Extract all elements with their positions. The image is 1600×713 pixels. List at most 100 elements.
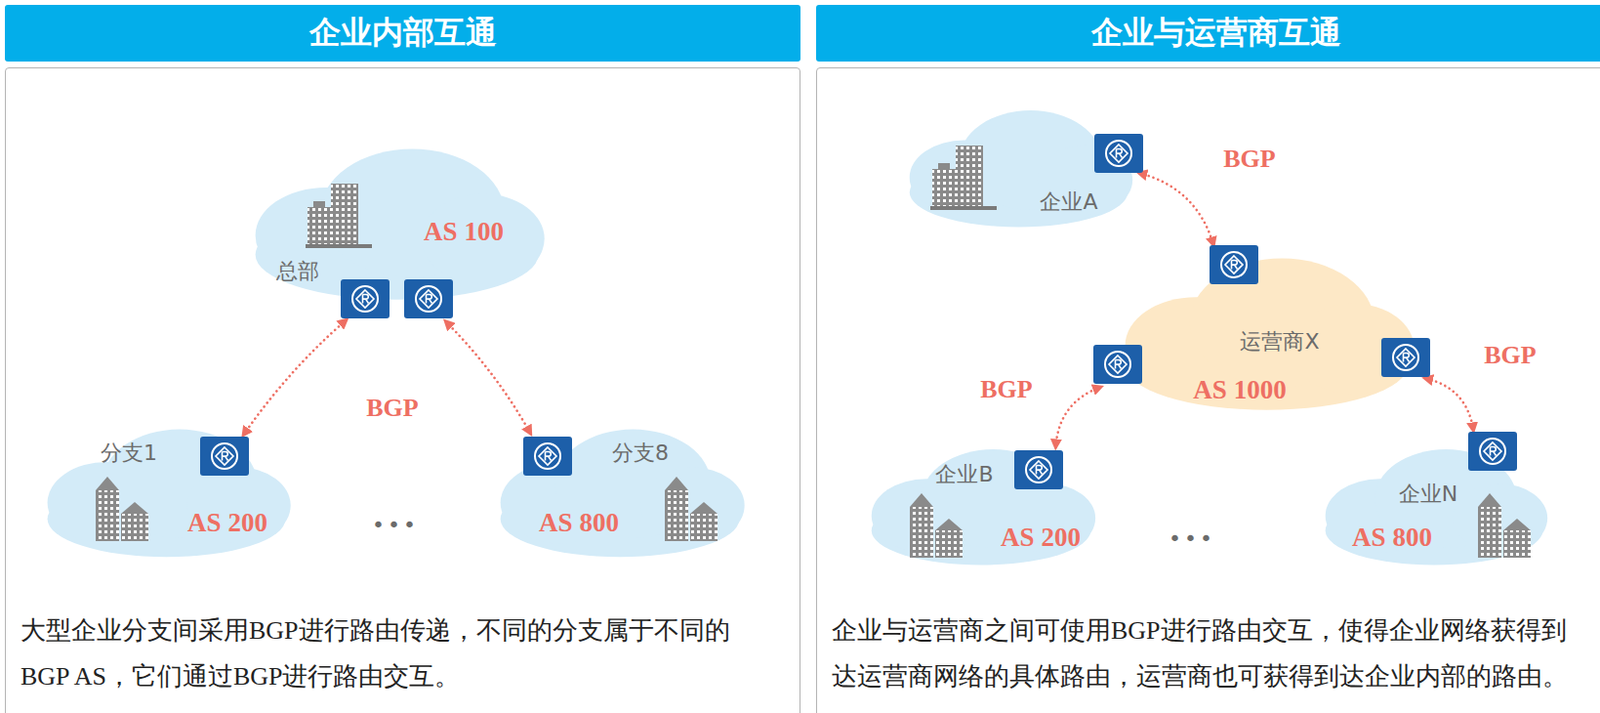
cloud-fill	[500, 429, 745, 558]
router-mark	[545, 451, 552, 461]
router-icon	[1092, 343, 1144, 385]
building-block	[690, 513, 718, 541]
cloud: 分支1 AS 200	[37, 423, 296, 560]
building-roof	[121, 501, 149, 514]
router-mark	[1231, 260, 1238, 270]
router-diamond	[1108, 355, 1127, 373]
router-icon	[1093, 132, 1145, 174]
building-block	[932, 168, 956, 208]
building-icon	[91, 476, 161, 545]
panel-title: 企业与运营商互通	[1091, 11, 1342, 55]
router-ring	[1393, 344, 1419, 370]
building-roof	[1503, 518, 1531, 531]
router-body	[1209, 245, 1259, 285]
edge-label: BGP	[1223, 144, 1275, 174]
router-ring	[1025, 456, 1052, 483]
caption: 大型企业分支间采用BGP进行路由传递，不同的分支属于不同的BGP AS，它们通过…	[20, 607, 775, 699]
router-ring	[415, 286, 442, 312]
router-body	[523, 436, 573, 476]
router-ring	[1221, 251, 1247, 278]
router-body	[1014, 450, 1064, 490]
building-tower	[909, 506, 934, 558]
router-mark	[222, 451, 229, 461]
building-tower	[1477, 506, 1502, 558]
site-name: 企业B	[935, 459, 993, 490]
panel: 企业与运营商互通企业与运营商之间可使用BGP进行路由交互，使得企业网络获得到达运…	[816, 4, 1600, 713]
router-diamond	[1109, 144, 1128, 163]
building-roof	[690, 501, 718, 514]
building-block	[307, 206, 331, 247]
as-number: AS 200	[1000, 522, 1081, 553]
site-name: 分支1	[100, 438, 158, 468]
panel: 企业内部互通大型企业分支间采用BGP进行路由传递，不同的分支属于不同的BGP A…	[4, 4, 801, 713]
router-mark	[1403, 353, 1410, 363]
router-ring	[534, 443, 561, 469]
edge-label: BGP	[980, 374, 1032, 405]
router-diamond	[356, 289, 374, 308]
building-roof	[1477, 492, 1502, 507]
site-name: 企业N	[1398, 479, 1458, 509]
router-mark	[1116, 149, 1123, 159]
router-body	[1381, 337, 1431, 377]
router-diamond	[419, 289, 438, 308]
router-diamond	[1225, 255, 1243, 274]
caption: 企业与运营商之间可使用BGP进行路由交互，使得企业网络获得到达运营商网络的具体路…	[831, 607, 1579, 699]
as-number: AS 200	[187, 507, 268, 538]
building-roof	[664, 476, 689, 491]
router-body	[1093, 344, 1143, 384]
cloud: 分支8 AS 800	[490, 423, 750, 560]
as-number: AS 800	[1352, 522, 1433, 553]
building-icon	[930, 145, 999, 214]
building-tower	[664, 490, 689, 541]
site-name: 总部	[276, 256, 320, 287]
router-ring	[1105, 351, 1131, 377]
cloud: 企业N AS 800	[1315, 444, 1553, 568]
router-ring	[211, 443, 238, 469]
ellipsis: •••	[1168, 526, 1216, 551]
router-icon	[339, 278, 391, 320]
router-icon	[1208, 244, 1260, 286]
router-ring	[1479, 438, 1506, 464]
router-mark	[363, 294, 370, 304]
router-diamond	[1396, 348, 1415, 367]
cloud-shape	[37, 423, 296, 560]
cloud-fill	[1125, 258, 1415, 411]
building-roof	[95, 476, 120, 491]
router-diamond	[1483, 442, 1502, 460]
site-name: 分支8	[612, 438, 669, 468]
building-tower	[95, 490, 120, 541]
building-block	[121, 513, 149, 541]
router-body	[404, 279, 453, 319]
building-block	[935, 530, 963, 558]
ellipsis: •••	[371, 512, 419, 537]
cloud: 总部AS 100	[243, 142, 551, 303]
building-icon	[1474, 492, 1543, 562]
as-number: AS 800	[538, 507, 619, 538]
router-icon	[199, 435, 250, 477]
building-block	[1503, 530, 1531, 558]
building-icon	[905, 492, 975, 562]
router-diamond	[1029, 460, 1048, 479]
cloud: 企业B AS 200	[861, 444, 1101, 568]
router-mark	[426, 294, 433, 304]
router-body	[340, 279, 390, 319]
router-ring	[1106, 140, 1132, 166]
building-icon	[660, 476, 730, 545]
building-tower	[955, 145, 984, 208]
edge-label: BGP	[366, 393, 418, 423]
building-block	[938, 163, 950, 169]
building-icon	[305, 183, 374, 252]
cloud-fill	[47, 429, 291, 558]
panel-title: 企业内部互通	[309, 11, 497, 55]
router-body	[200, 436, 249, 476]
header-bar: 企业与运营商互通	[816, 4, 1600, 62]
router-icon	[403, 278, 454, 320]
router-icon	[522, 435, 574, 477]
router-icon	[1380, 336, 1432, 378]
building-roof	[935, 518, 963, 531]
as-number: AS 1000	[1192, 374, 1286, 406]
router-mark	[1036, 465, 1043, 475]
building-tower	[330, 183, 359, 247]
router-icon	[1013, 449, 1065, 491]
router-diamond	[215, 447, 234, 465]
